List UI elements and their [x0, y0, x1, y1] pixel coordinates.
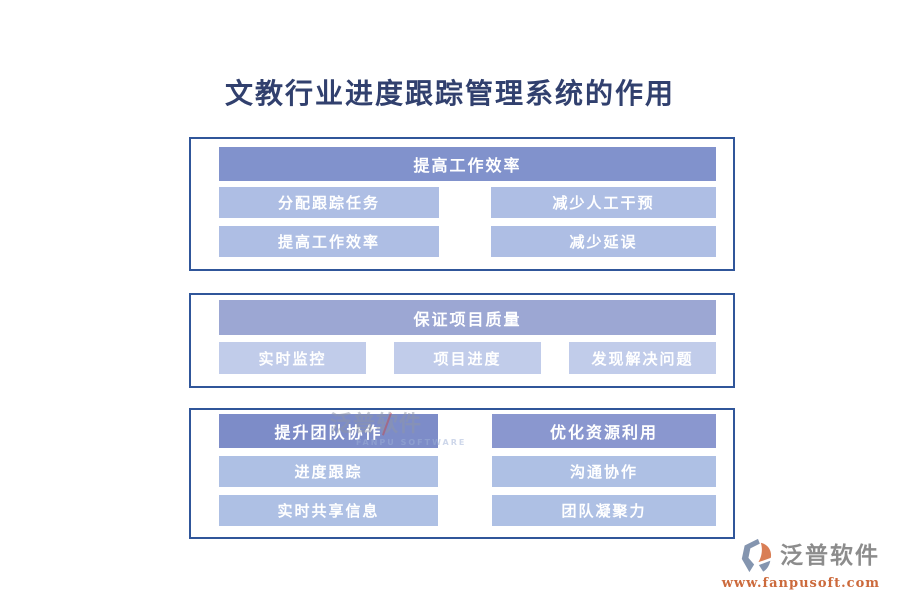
section-quality-header: 保证项目质量 [219, 300, 716, 335]
fanpu-logo-icon [741, 538, 772, 573]
item-realtime-monitoring: 实时监控 [219, 342, 366, 374]
section-quality-items: 实时监控 项目进度 发现解决问题 [219, 342, 716, 374]
section-efficiency: 提高工作效率 分配跟踪任务 减少人工干预 提高工作效率 减少延误 [189, 137, 735, 271]
item-improve-work-efficiency: 提高工作效率 [219, 226, 439, 257]
fanpu-logo: 泛普软件 www.fanpusoft.com [722, 537, 880, 590]
column-teamwork-header: 提升团队协作 [219, 414, 438, 448]
column-resources: 优化资源利用 沟通协作 团队凝聚力 [492, 414, 716, 526]
section-efficiency-header: 提高工作效率 [219, 147, 716, 181]
logo-brand-text: 泛普软件 [780, 542, 880, 569]
section-teamwork-resources: 提升团队协作 进度跟踪 实时共享信息 优化资源利用 沟通协作 团队凝聚力 [189, 408, 735, 539]
item-communication-collaboration: 沟通协作 [492, 456, 716, 487]
item-progress-tracking: 进度跟踪 [219, 456, 438, 487]
section-efficiency-items: 分配跟踪任务 减少人工干预 提高工作效率 减少延误 [219, 187, 716, 257]
item-assign-tracking-tasks: 分配跟踪任务 [219, 187, 439, 218]
item-project-progress: 项目进度 [394, 342, 541, 374]
column-teamwork: 提升团队协作 进度跟踪 实时共享信息 [219, 414, 438, 526]
section-quality: 保证项目质量 实时监控 项目进度 发现解决问题 [189, 293, 735, 388]
column-resources-header: 优化资源利用 [492, 414, 716, 448]
item-realtime-info-sharing: 实时共享信息 [219, 495, 438, 526]
logo-website-text: www.fanpusoft.com [721, 576, 880, 591]
item-find-solve-problems: 发现解决问题 [569, 342, 716, 374]
page-title: 文教行业进度跟踪管理系统的作用 [224, 77, 675, 110]
item-reduce-manual-intervention: 减少人工干预 [491, 187, 716, 218]
item-reduce-delays: 减少延误 [491, 226, 716, 257]
item-team-cohesion: 团队凝聚力 [492, 495, 716, 526]
